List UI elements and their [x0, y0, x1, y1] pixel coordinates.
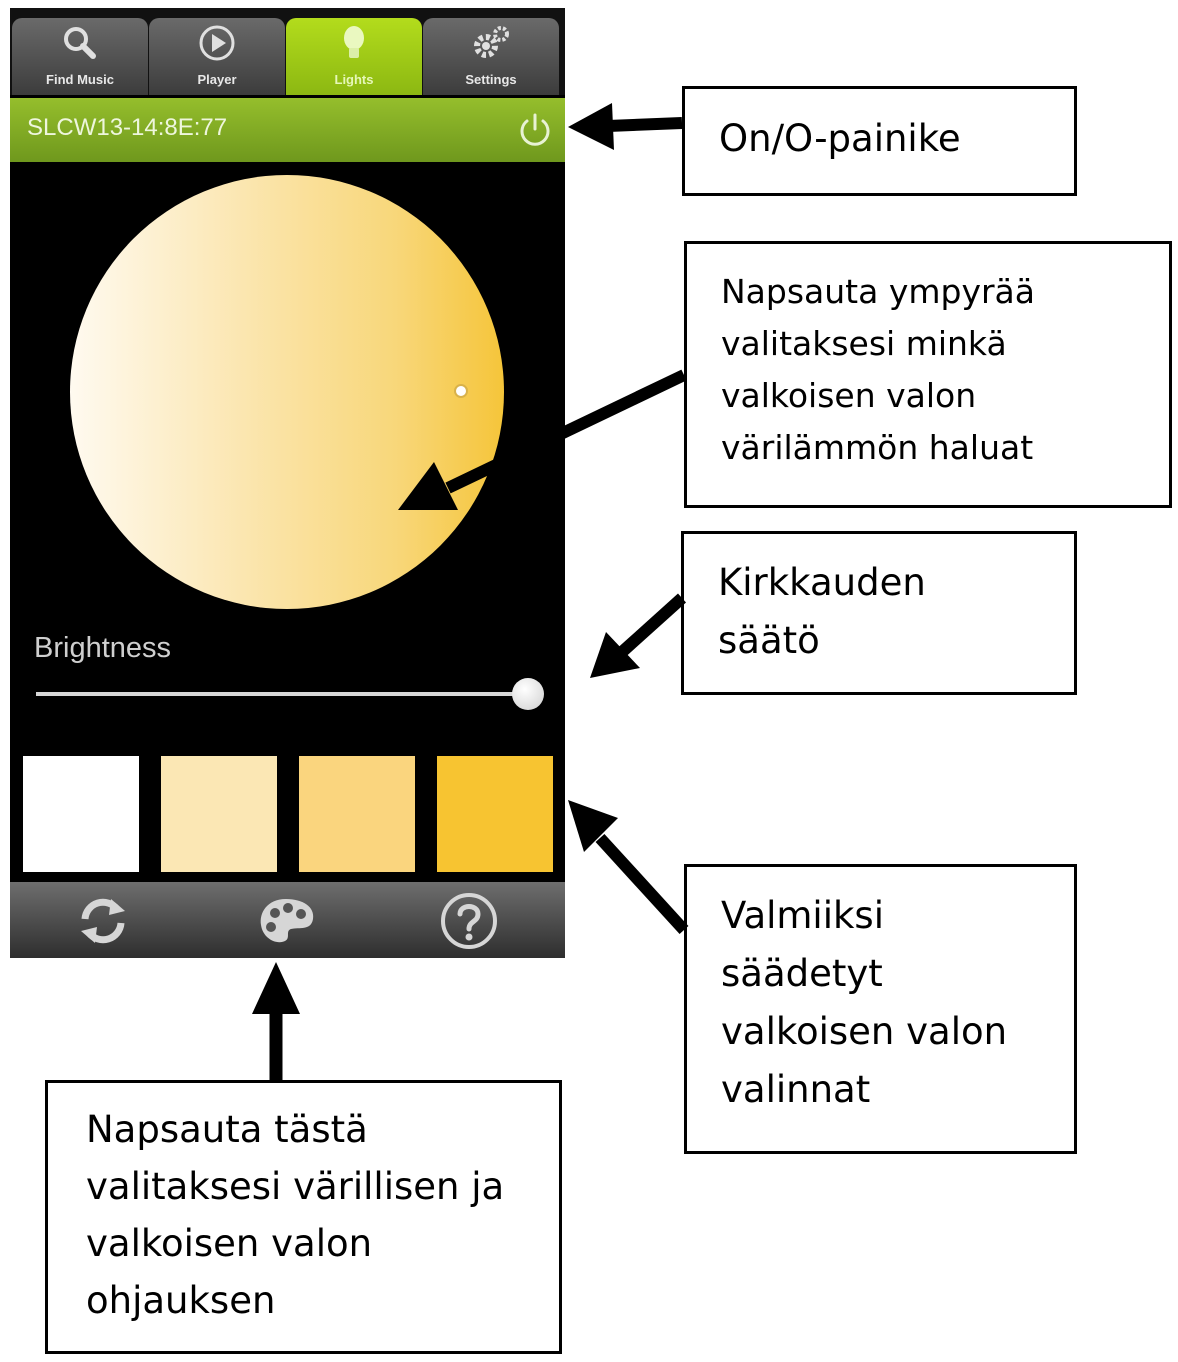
power-icon: [520, 113, 550, 146]
callout-palette-text: Napsauta tästä valitaksesi värillisen ja…: [86, 1108, 505, 1322]
gears-icon: [423, 24, 559, 62]
preset-swatch[interactable]: [437, 756, 553, 872]
brightness-slider-fill: [36, 692, 528, 696]
phone-screen: Find Music Player Lights Settings SLCW13…: [10, 8, 565, 958]
arrow-power-head: [568, 103, 614, 150]
palette-icon[interactable]: [255, 890, 317, 952]
circle-selection-handle[interactable]: [454, 384, 468, 398]
callout-presets: Valmiiksi säädetyt valkoisen valon valin…: [684, 864, 1077, 1154]
tab-find-music[interactable]: Find Music: [12, 18, 148, 95]
play-icon: [149, 24, 285, 62]
bottom-toolbar: [10, 882, 565, 958]
arrow-brightness-head: [590, 632, 640, 678]
brightness-slider[interactable]: [36, 692, 538, 696]
callout-power-text: On/O-painike: [719, 117, 961, 160]
brightness-slider-thumb[interactable]: [511, 678, 544, 710]
arrow-brightness: [617, 593, 687, 657]
arrow-palette-head: [252, 962, 300, 1014]
tab-bar: Find Music Player Lights Settings: [10, 8, 565, 95]
callout-presets-text: Valmiiksi säädetyt valkoisen valon valin…: [721, 894, 1008, 1111]
tab-player[interactable]: Player: [149, 18, 285, 95]
search-icon: [12, 24, 148, 62]
tab-label: Player: [197, 72, 237, 87]
callout-brightness-text: Kirkkauden säätö: [718, 561, 926, 662]
refresh-icon[interactable]: [72, 890, 134, 952]
tab-label: Lights: [334, 72, 374, 87]
callout-circle-text: Napsauta ympyrää valitaksesi minkä valko…: [721, 272, 1035, 467]
bulb-icon: [286, 24, 422, 62]
tab-settings[interactable]: Settings: [423, 18, 559, 95]
tab-label: Settings: [465, 72, 517, 87]
preset-swatch[interactable]: [23, 756, 139, 872]
preset-swatch[interactable]: [299, 756, 415, 872]
color-temperature-circle[interactable]: [70, 175, 504, 609]
arrow-presets-head: [568, 800, 618, 852]
tab-label: Find Music: [46, 72, 114, 87]
help-icon[interactable]: [438, 890, 500, 952]
callout-power: On/O-painike: [682, 86, 1077, 196]
arrow-power: [607, 117, 683, 132]
device-bar: SLCW13-14:8E:77: [10, 98, 565, 162]
callout-circle: Napsauta ympyrää valitaksesi minkä valko…: [684, 241, 1172, 508]
callout-brightness: Kirkkauden säätö: [681, 531, 1077, 695]
callout-palette: Napsauta tästä valitaksesi värillisen ja…: [45, 1080, 562, 1354]
device-name: SLCW13-14:8E:77: [27, 114, 228, 141]
brightness-label: Brightness: [34, 632, 172, 664]
power-button[interactable]: [515, 110, 555, 150]
tab-lights[interactable]: Lights: [286, 18, 422, 95]
arrow-presets: [595, 833, 689, 935]
preset-swatch[interactable]: [161, 756, 277, 872]
